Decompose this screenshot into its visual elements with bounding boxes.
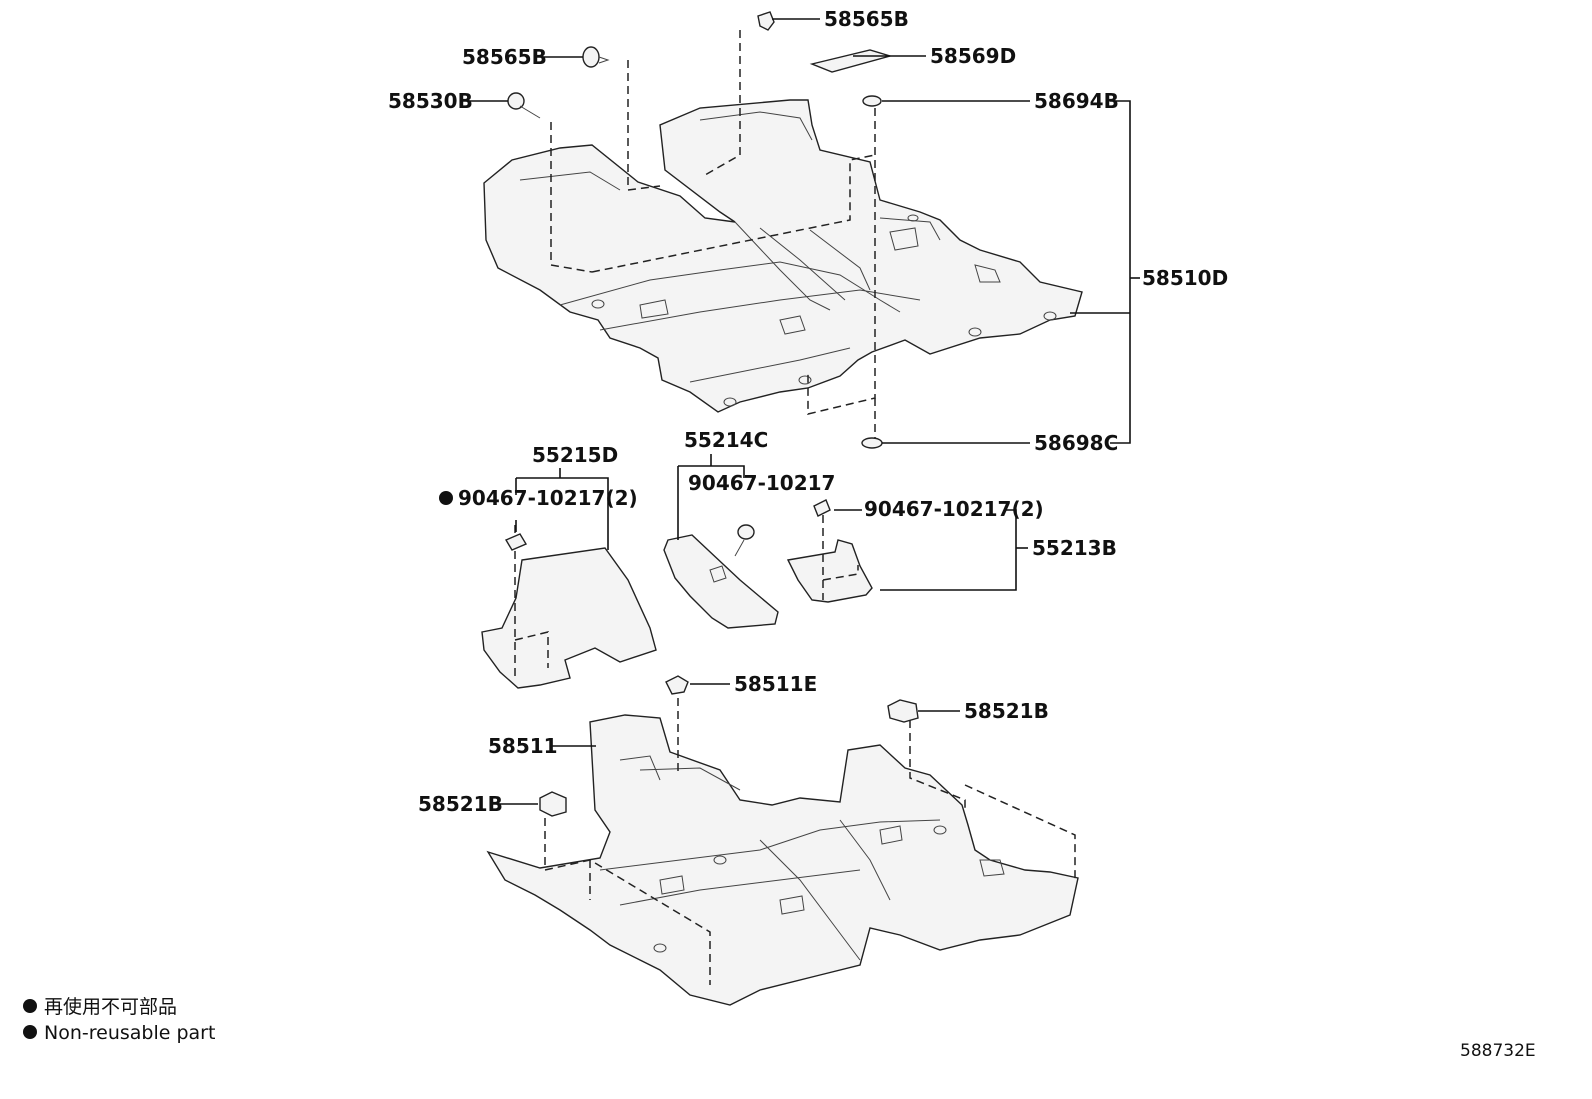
label-58521B-left: 58521B [418,792,503,816]
label-58511: 58511 [488,734,558,758]
label-58510D: 58510D [1142,266,1228,290]
legend-dot-icon [23,1025,37,1039]
bolt-58530B-icon [462,92,541,119]
clip-58511E-icon [665,675,730,695]
legend: 再使用不可部品 Non-reusable part [23,996,215,1044]
non-reusable-dot-icon [439,491,453,505]
clip-58565B-top-icon [757,11,820,31]
pad-55213B [786,499,1028,603]
bracket-58510D [1070,100,1140,444]
label-55213B: 55213B [1032,536,1117,560]
legend-line-1: 再使用不可部品 [44,996,177,1018]
label-58565B-left: 58565B [462,45,547,69]
grommet-58694B-icon [862,95,1030,107]
floor-carpet-rear [486,714,1079,1006]
label-58511E: 58511E [734,672,817,696]
clip-58565B-left-icon [536,46,610,68]
label-58569D: 58569D [930,44,1016,68]
label-55214C: 55214C [684,428,768,452]
label-58530B: 58530B [388,89,473,113]
label-90467-mid: 90467-10217 [688,471,835,495]
label-58565B-top: 58565B [824,7,909,31]
grommet-58698C-icon [861,437,1030,449]
label-90467-left: 90467-10217(2) [458,486,638,510]
floor-carpet-front [483,99,1083,413]
clip-58521B-right-icon [887,699,960,723]
label-90467-right: 90467-10217(2) [864,497,1044,521]
legend-line-2: Non-reusable part [44,1022,215,1044]
label-58694B: 58694B [1034,89,1119,113]
legend-dot-icon [23,999,37,1013]
pad-55215D [481,468,657,689]
label-58521B-right: 58521B [964,699,1049,723]
plate-58569D-icon [809,49,926,73]
clip-58521B-left-icon [490,791,567,817]
label-55215D: 55215D [532,443,618,467]
pad-55214C [663,454,779,629]
diagram-code: 588732E [1460,1041,1536,1061]
fastener-guides-bottom [544,698,1076,985]
label-58698C: 58698C [1034,431,1118,455]
fastener-guides-top [550,30,876,440]
